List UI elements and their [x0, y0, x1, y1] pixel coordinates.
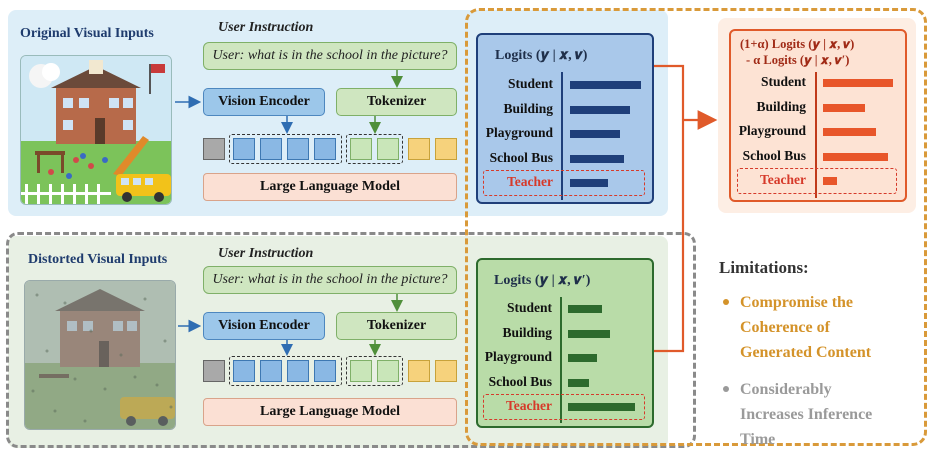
logit-label-playground: Playground	[485, 125, 553, 140]
output-token	[435, 138, 457, 160]
output-token	[435, 360, 457, 382]
vision-encoder-box-2: Vision Encoder	[203, 312, 325, 340]
visual-token-group	[229, 134, 342, 164]
logit-bar-playground	[570, 130, 620, 138]
logit-label-playground: Playground	[484, 349, 552, 364]
text-token	[377, 138, 399, 160]
limitation-line: Increases Inference	[740, 406, 873, 423]
contrast-title-line1: (1+α) Logits (𝒚 | 𝒙, 𝒗)	[740, 37, 855, 51]
logit-bar-playground	[823, 128, 876, 136]
tokenizer-box: Tokenizer	[336, 88, 457, 116]
logit-label-building: Building	[756, 98, 806, 114]
output-token	[408, 138, 430, 160]
distorted-logits-axis	[560, 297, 562, 423]
visual-token	[287, 360, 309, 382]
visual-token	[233, 360, 255, 382]
logit-label-teacher: Teacher	[506, 398, 552, 413]
logit-bar-building	[568, 329, 610, 338]
logit-label-school-bus: School Bus	[742, 147, 806, 163]
visual-token-group	[229, 356, 342, 386]
logit-bar-school-bus	[570, 154, 624, 163]
user-instruction-title: User Instruction	[218, 20, 314, 35]
teacher-highlight-2	[483, 394, 645, 420]
logit-label-student: Student	[506, 300, 552, 315]
logit-label-school-bus: School Bus	[488, 373, 552, 389]
text-token	[350, 138, 372, 160]
vision-encoder-box: Vision Encoder	[203, 88, 325, 116]
logit-label-student: Student	[760, 74, 806, 89]
logit-bar-student	[568, 305, 602, 313]
text-token-group	[346, 134, 403, 164]
teacher-highlight-3	[737, 168, 897, 194]
limitation-line: Time	[740, 431, 776, 448]
logit-label-teacher: Teacher	[760, 172, 806, 187]
logit-bar-building	[570, 105, 630, 114]
limitation-item-coherence: Compromise the Coherence of Generated Co…	[740, 290, 871, 365]
distorted-logits-title: Logits (𝒚 | 𝒙, 𝒗′)	[494, 273, 591, 288]
output-frame	[465, 8, 927, 446]
tokenizer-box-2: Tokenizer	[336, 312, 457, 340]
text-token	[350, 360, 372, 382]
distorted-inputs-title: Distorted Visual Inputs	[28, 252, 168, 267]
contrast-logits-box	[729, 29, 907, 202]
original-logits-box	[476, 33, 654, 204]
logit-bar-playground	[568, 354, 597, 362]
limitation-bullet	[723, 299, 729, 305]
visual-token	[287, 138, 309, 160]
llm-box-2: Large Language Model	[203, 398, 457, 426]
original-logits-axis	[561, 72, 563, 200]
visual-token	[260, 138, 282, 160]
limitation-line: Compromise the	[740, 294, 854, 311]
limitation-bullet	[723, 386, 729, 392]
user-instruction-box-2: User: what is in the school in the pictu…	[203, 266, 457, 294]
limitations-title: Limitations:	[719, 258, 809, 277]
distorted-logits-box	[476, 258, 654, 428]
limitation-item-inference-time: Considerably Increases Inference Time	[740, 377, 872, 452]
merge-bracket	[654, 64, 685, 353]
logit-bar-school-bus	[823, 152, 888, 161]
logit-bar-teacher	[570, 179, 608, 187]
token-grey	[203, 360, 225, 382]
output-token	[408, 360, 430, 382]
noisy-school-scene-icon	[24, 280, 176, 430]
logit-label-teacher: Teacher	[507, 174, 553, 189]
logit-bar-teacher	[568, 403, 635, 411]
logit-bar-student	[823, 79, 893, 87]
distorted-branch-frame	[6, 232, 696, 448]
teacher-highlight	[483, 170, 645, 196]
visual-token	[233, 138, 255, 160]
user-instruction-box: User: what is in the school in the pictu…	[203, 42, 457, 70]
logit-bar-student	[570, 81, 641, 89]
logit-label-student: Student	[507, 76, 553, 91]
limitation-line: Coherence of	[740, 319, 830, 336]
visual-token	[314, 360, 336, 382]
logit-bar-building	[823, 103, 865, 112]
logit-bar-teacher	[823, 177, 837, 185]
token-grey	[203, 138, 225, 160]
logit-label-playground: Playground	[738, 123, 806, 138]
logit-bar-school-bus	[568, 378, 589, 387]
contrast-title-line2: - α Logits (𝒚 | 𝒙, 𝒗′)	[746, 53, 850, 67]
text-token-group	[346, 356, 403, 386]
logit-label-school-bus: School Bus	[489, 149, 553, 165]
text-token	[377, 360, 399, 382]
logit-label-building: Building	[503, 100, 553, 116]
visual-token	[260, 360, 282, 382]
limitation-line: Generated Content	[740, 344, 872, 361]
original-inputs-title: Original Visual Inputs	[20, 26, 154, 41]
limitation-line: Considerably	[740, 381, 832, 398]
user-instruction-title-2: User Instruction	[218, 246, 314, 261]
logit-label-building: Building	[502, 324, 552, 340]
school-scene-icon	[20, 55, 172, 205]
visual-token	[314, 138, 336, 160]
contrast-logits-axis	[815, 72, 817, 198]
original-logits-title: Logits (𝒚 | 𝒙, 𝒗)	[495, 48, 588, 63]
llm-box: Large Language Model	[203, 173, 457, 201]
